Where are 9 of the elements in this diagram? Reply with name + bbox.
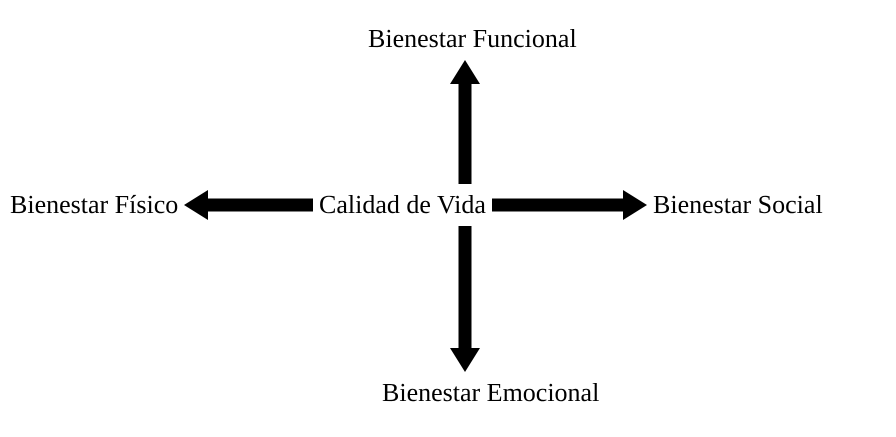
arrow bbox=[184, 190, 313, 220]
arrow bbox=[450, 60, 480, 184]
node-label: Bienestar Físico bbox=[10, 190, 178, 220]
node-label: Bienestar Funcional bbox=[368, 24, 577, 54]
node-label: Calidad de Vida bbox=[319, 190, 486, 220]
arrow bbox=[492, 190, 647, 220]
node-label: Bienestar Social bbox=[653, 190, 823, 220]
arrow bbox=[450, 226, 480, 372]
node-label: Bienestar Emocional bbox=[382, 378, 600, 408]
